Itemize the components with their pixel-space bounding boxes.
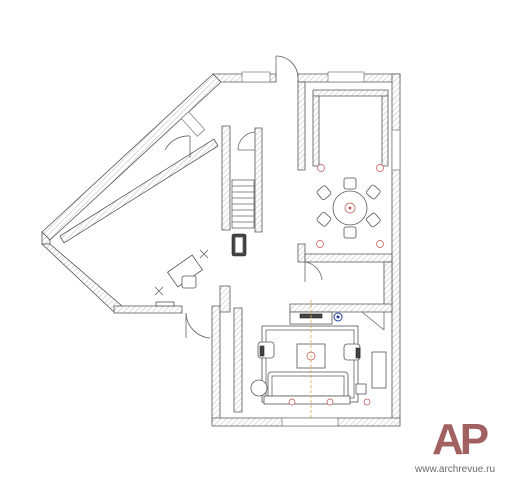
window bbox=[180, 111, 206, 137]
window bbox=[391, 129, 401, 171]
entrance-door bbox=[275, 55, 299, 79]
window bbox=[241, 71, 271, 83]
diagonal-wing-walls bbox=[40, 73, 277, 314]
watermark-website[interactable]: www.archrevue.ru bbox=[415, 464, 496, 475]
watermark-logo: AP bbox=[432, 415, 489, 464]
dining-table bbox=[332, 190, 368, 226]
wall-lamps bbox=[316, 164, 384, 248]
dining-chairs bbox=[316, 177, 381, 239]
living-room-furniture bbox=[250, 300, 387, 427]
interior-doors bbox=[164, 131, 385, 339]
staircase bbox=[231, 179, 255, 229]
window bbox=[327, 71, 365, 83]
office-furniture bbox=[154, 249, 209, 307]
